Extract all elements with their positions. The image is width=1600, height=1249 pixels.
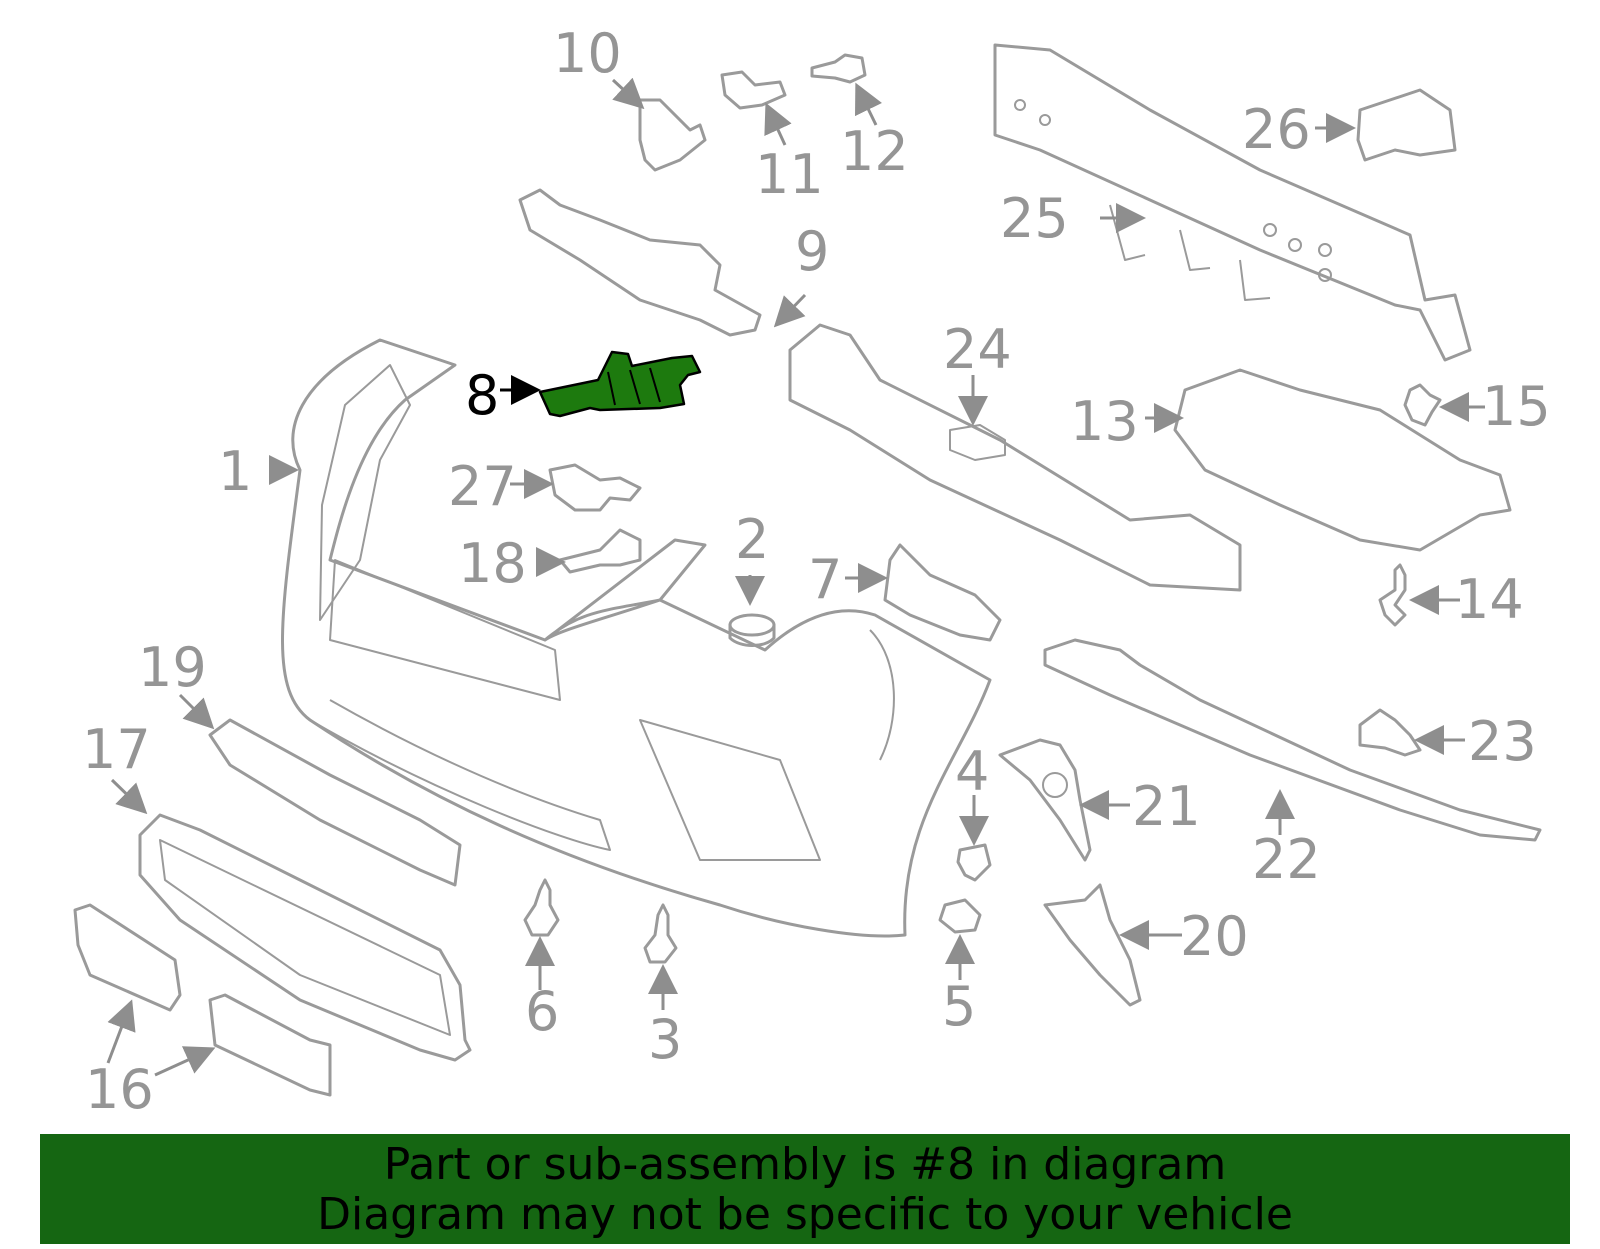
part-19-bracket	[208, 718, 462, 887]
info-banner: Part or sub-assembly is #8 in diagram Di…	[40, 1134, 1570, 1244]
banner-line-1: Part or sub-assembly is #8 in diagram	[383, 1139, 1227, 1190]
callout-20: 20	[1180, 905, 1249, 968]
part-27-sensor	[548, 463, 642, 512]
callout-13: 13	[1070, 390, 1139, 453]
part-9-upper-bracket	[518, 188, 762, 337]
part-3-bolt	[643, 903, 678, 964]
callout-17: 17	[82, 718, 151, 781]
callout-21: 21	[1132, 775, 1201, 838]
part-5-clip	[938, 898, 982, 934]
part-4-clip	[956, 843, 992, 882]
callout-2: 2	[735, 508, 769, 571]
part-24-absorber	[788, 323, 1242, 592]
callout-4: 4	[955, 740, 989, 803]
callout-25: 25	[1000, 187, 1069, 250]
callout-18: 18	[458, 532, 527, 595]
callout-arrows	[106, 77, 1485, 1077]
part-26-bracket	[1356, 88, 1457, 162]
part-10-bracket	[638, 98, 707, 172]
callout-16: 16	[85, 1058, 154, 1121]
part-2-nut	[728, 613, 776, 647]
callout-26: 26	[1242, 98, 1311, 161]
part-14-bolt	[1378, 563, 1407, 627]
callout-27: 27	[448, 455, 517, 518]
part-16-bracket	[73, 903, 332, 1097]
callout-10: 10	[553, 22, 622, 85]
callout-3: 3	[648, 1008, 682, 1071]
callout-12: 12	[840, 120, 909, 183]
callout-5: 5	[942, 975, 976, 1038]
callout-19: 19	[138, 636, 207, 699]
part-21-bezel	[998, 738, 1092, 862]
part-20-bezel	[1043, 883, 1142, 1007]
part-1-bumper-cover	[281, 338, 992, 938]
callout-7: 7	[808, 548, 842, 611]
part-18-screw	[558, 528, 642, 574]
callout-1: 1	[218, 440, 252, 503]
banner-line-2: Diagram may not be specific to your vehi…	[317, 1189, 1293, 1240]
callout-9: 9	[795, 220, 829, 283]
callout-6: 6	[525, 980, 559, 1043]
callout-11: 11	[755, 143, 824, 206]
callout-14: 14	[1455, 568, 1524, 631]
part-11-clip	[720, 70, 787, 110]
callout-24: 24	[943, 318, 1012, 381]
callout-labels: 1 2 3 4 5 6 7 8 9 10 11 12 13 14 15 16 1…	[82, 22, 1551, 1121]
callout-23: 23	[1468, 710, 1537, 773]
part-22-retainer	[1043, 638, 1542, 842]
callout-8-highlighted: 8	[465, 364, 499, 427]
callout-22: 22	[1252, 828, 1321, 891]
part-8-bracket-highlighted	[538, 350, 702, 418]
part-25-reinforcement	[993, 43, 1472, 362]
part-17-grille	[138, 813, 472, 1062]
callout-15: 15	[1482, 375, 1551, 438]
part-15-clip	[1403, 383, 1442, 427]
part-7-bracket	[883, 543, 1002, 642]
part-23-clip	[1358, 708, 1422, 757]
part-13-bracket	[1173, 368, 1512, 552]
part-6-bolt	[523, 878, 560, 937]
part-12-screw	[810, 53, 867, 84]
